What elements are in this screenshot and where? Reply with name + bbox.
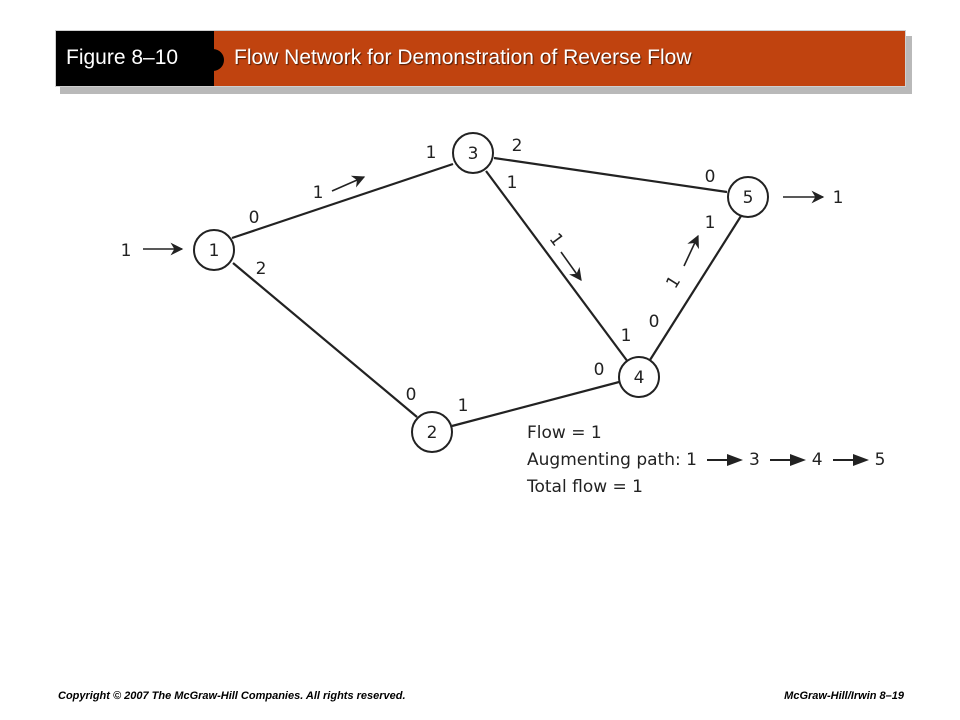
flow-1-3: 1: [313, 183, 324, 203]
node-1: 1: [193, 229, 235, 271]
cap-1-2-at-1: 2: [256, 259, 267, 279]
cap-2-4-at-2: 1: [458, 396, 469, 416]
path-node: 5: [874, 450, 886, 470]
node-1-label: 1: [209, 241, 220, 261]
flow-notes: Flow = 1 Augmenting path: 1 3 4 5 Total flo…: [527, 420, 885, 501]
flow-arrow-3-4: [560, 251, 582, 282]
banner-left-block: [56, 31, 214, 86]
flow-arrow-1-3: [331, 175, 366, 192]
cap-3-4-at-3: 1: [507, 173, 518, 193]
edge-1-3: [231, 162, 454, 240]
flow-3-4: 1: [545, 230, 567, 251]
flow-arrow-4-5: [683, 234, 699, 267]
edge-3-5: [493, 156, 728, 194]
node-2: 2: [411, 411, 453, 453]
title-banner: Figure 8–10 Flow Network for Demonstrati…: [55, 30, 906, 87]
edge-1-2: [232, 262, 418, 418]
node-4-label: 4: [634, 368, 645, 388]
flow-4-5: 1: [662, 272, 685, 292]
input-flow-label: 1: [121, 241, 132, 261]
banner-right-block: [214, 31, 905, 86]
cap-3-4-at-4: 1: [621, 326, 632, 346]
banner-notch: [202, 49, 224, 71]
edge-3-4: [485, 170, 629, 363]
cap-4-5-at-5: 1: [705, 213, 716, 233]
cap-3-5-at-5: 0: [705, 167, 716, 187]
edge-4-5: [649, 215, 742, 361]
cap-1-2-at-2: 0: [406, 385, 417, 405]
footer-page: McGraw-Hill/Irwin 8–19: [784, 690, 904, 702]
edge-2-4: [451, 380, 620, 428]
footer-copyright: Copyright © 2007 The McGraw-Hill Compani…: [58, 690, 406, 702]
path-arrow-icon: [769, 453, 806, 467]
path-arrow-icon: [706, 453, 743, 467]
cap-4-5-at-4: 0: [649, 312, 660, 332]
cap-2-4-at-4: 0: [594, 360, 605, 380]
node-3: 3: [452, 132, 494, 174]
path-node: 3: [748, 450, 760, 470]
note-augmenting-path: Augmenting path: 1 3 4 5: [527, 447, 885, 474]
figure-title: Flow Network for Demonstration of Revers…: [234, 46, 692, 69]
note-total-flow: Total flow = 1: [527, 477, 643, 497]
note-flow: Flow = 1: [527, 423, 602, 443]
cap-1-3-at-3: 1: [426, 143, 437, 163]
node-2-label: 2: [427, 423, 438, 443]
path-label: Augmenting path: 1: [527, 450, 697, 470]
node-5-label: 5: [743, 188, 754, 208]
node-4: 4: [618, 356, 660, 398]
node-3-label: 3: [468, 144, 479, 164]
path-node: 4: [811, 450, 823, 470]
output-flow-label: 1: [833, 188, 844, 208]
path-arrow-icon: [832, 453, 869, 467]
figure-label: Figure 8–10: [66, 46, 179, 69]
cap-1-3-at-1: 0: [249, 208, 260, 228]
node-5: 5: [727, 176, 769, 218]
cap-3-5-at-3: 2: [512, 136, 523, 156]
